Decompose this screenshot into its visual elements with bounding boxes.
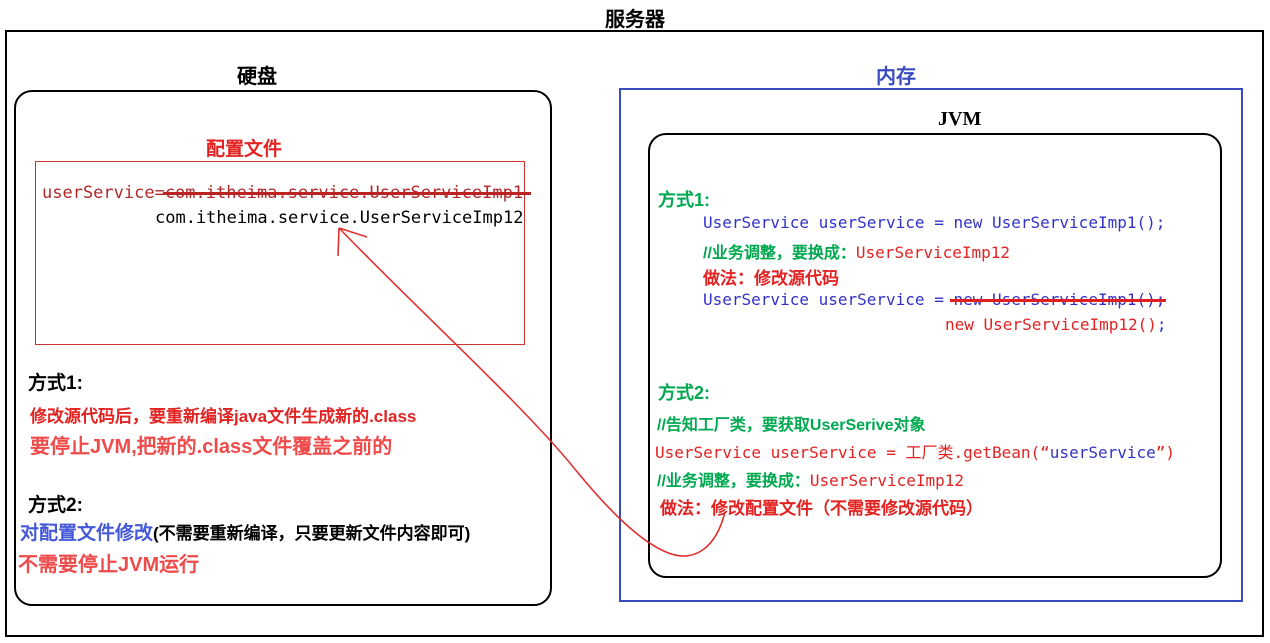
jvm-way2-comment1: //告知工厂类，要获取UserSerive对象 <box>657 417 926 434</box>
disk-way1-note1: 修改源代码后，要重新编译java文件生成新的.class <box>30 407 417 426</box>
jvm-way1-comment: //业务调整，要换成：UserServiceImp12 <box>703 239 1010 263</box>
config-file-title: 配置文件 <box>206 139 283 160</box>
jvm-way2-action: 做法：修改配置文件（不需要修改源代码） <box>660 499 983 518</box>
disk-way2-note-blue: 对配置文件修改 <box>20 523 154 544</box>
jvm-way2-getbean-string: userService <box>1049 443 1156 462</box>
server-box <box>5 30 1264 637</box>
disk-way2-note: 对配置文件修改(不需要重新编译，只要更新文件内容即可) <box>20 518 470 545</box>
server-title: 服务器 <box>605 9 665 31</box>
disk-way1-note2: 要停止JVM,把新的.class文件覆盖之前的 <box>30 436 393 458</box>
jvm-way1-heading: 方式1: <box>658 190 711 210</box>
config-line-old-key: userService= <box>42 183 165 203</box>
jvm-way1-code3-new: new UserServiceImp12() <box>945 315 1157 334</box>
jvm-way1-code2-struck: new UserServiceImp1() <box>953 290 1156 309</box>
disk-way1-heading: 方式1: <box>28 373 83 394</box>
disk-title: 硬盘 <box>237 66 277 88</box>
jvm-way2-getbean-line: UserService userService = 工厂类.getBean(“u… <box>655 439 1175 463</box>
config-line-old: userService=com.itheima.service.UserServ… <box>42 183 523 203</box>
memory-title: 内存 <box>876 66 916 88</box>
jvm-way1-code3-semicolon: ; <box>1156 315 1167 334</box>
jvm-title: JVM <box>938 108 982 130</box>
config-line-old-struck-value: com.itheima.service.UserServiceImp1 <box>164 183 524 203</box>
config-line-new: com.itheima.service.UserServiceImp12 <box>155 208 524 228</box>
disk-way2-note-red: 不需要停止JVM运行 <box>18 554 200 576</box>
jvm-way2-comment2-red: UserServiceImp12 <box>809 471 965 490</box>
jvm-way2-comment2: //业务调整，要换成：UserServiceImp12 <box>657 467 964 491</box>
jvm-way1-comment-red: UserServiceImp12 <box>855 243 1011 262</box>
jvm-way1-code2-prefix: UserService userService = <box>703 290 954 309</box>
jvm-way2-getbean-prefix: UserService userService = 工厂类.getBean(“ <box>655 443 1050 462</box>
disk-way2-note-black: (不需要重新编译，只要更新文件内容即可) <box>153 524 471 543</box>
jvm-way1-action: 做法：修改源代码 <box>703 269 839 288</box>
jvm-way1-code3: new UserServiceImp12(); <box>945 315 1167 334</box>
jvm-way1-comment-green: //业务调整，要换成： <box>703 245 856 262</box>
jvm-way2-heading: 方式2: <box>658 383 711 403</box>
jvm-way2-getbean-suffix: ”) <box>1155 443 1176 462</box>
jvm-way2-comment2-green: //业务调整，要换成： <box>657 473 810 490</box>
disk-way2-heading: 方式2: <box>28 495 83 516</box>
jvm-way1-code1: UserService userService = new UserServic… <box>703 213 1166 232</box>
jvm-way1-code2: UserService userService = new UserServic… <box>703 290 1165 309</box>
